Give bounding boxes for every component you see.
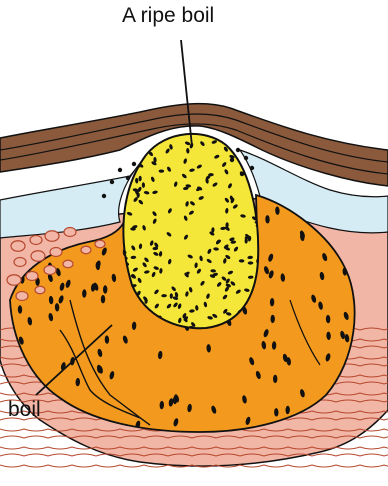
tissue-cell (35, 286, 45, 294)
pus-dot (142, 141, 148, 147)
boil-label: boil (8, 398, 41, 422)
pus-dot (127, 149, 133, 155)
tissue-cell (64, 228, 76, 237)
edge-dot (250, 166, 254, 170)
edge-dot (102, 194, 106, 198)
tissue-cell (14, 258, 26, 267)
tissue-dot (103, 285, 107, 293)
pus-dot (134, 151, 140, 157)
tissue-dot (101, 295, 105, 303)
tissue-dot (273, 375, 277, 383)
pus-dot (170, 293, 173, 299)
pus-dot (214, 132, 220, 137)
tissue-cell (16, 292, 28, 301)
tissue-cell (31, 251, 45, 262)
title-leader-line (181, 40, 192, 146)
edge-dot (244, 156, 248, 160)
edge-dot (230, 158, 234, 162)
pus-dot (246, 146, 252, 152)
edge-dot (132, 162, 136, 166)
edge-dot (118, 168, 122, 172)
tissue-cell (26, 272, 38, 281)
tissue-cell (63, 260, 73, 268)
tissue-cell (11, 241, 25, 252)
title-label: A ripe boil (122, 4, 214, 28)
edge-dot (126, 176, 130, 180)
tissue-cell (50, 248, 62, 257)
edge-dot (110, 180, 114, 184)
edge-dot (240, 172, 244, 176)
tissue-cell (45, 231, 59, 242)
tissue-cell (81, 246, 91, 254)
tissue-cell (95, 240, 105, 248)
tissue-cell (7, 275, 21, 286)
tissue-cell (30, 236, 42, 245)
tissue-cell (44, 266, 56, 275)
edge-dot (236, 148, 240, 152)
